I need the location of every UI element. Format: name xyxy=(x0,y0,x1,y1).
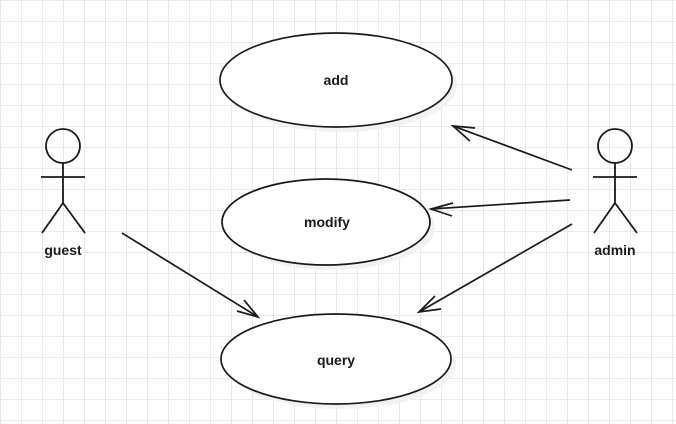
admin-to-add-line[interactable] xyxy=(452,125,573,171)
association-admin-to-add[interactable] xyxy=(450,124,573,171)
admin-left-leg-line xyxy=(593,202,616,234)
actor-guest-label: guest xyxy=(44,242,82,258)
modify-ellipse[interactable] xyxy=(221,178,431,266)
use-case-add[interactable]: add xyxy=(219,32,453,128)
admin-to-add-arrowhead-icon xyxy=(450,124,476,142)
association-admin-to-modify[interactable] xyxy=(428,199,571,217)
guest-head-icon xyxy=(45,128,81,164)
use-case-query-label: query xyxy=(317,352,355,368)
use-case-query[interactable]: query xyxy=(220,313,452,405)
admin-to-modify-arrowhead-icon xyxy=(428,202,454,217)
admin-to-modify-line[interactable] xyxy=(430,199,571,210)
guest-to-query-arrowhead-icon xyxy=(236,299,261,319)
admin-to-query-line[interactable] xyxy=(418,223,573,313)
admin-head-icon xyxy=(597,128,633,164)
guest-to-query-line[interactable] xyxy=(121,232,259,318)
guest-left-leg-line xyxy=(41,202,64,234)
actor-guest[interactable]: guest xyxy=(41,128,86,258)
guest-right-leg-line xyxy=(62,202,86,234)
association-admin-to-query[interactable] xyxy=(416,223,573,314)
actor-admin[interactable]: admin xyxy=(593,128,638,258)
use-case-modify[interactable]: modify xyxy=(221,178,431,266)
actor-admin-label: admin xyxy=(594,242,635,258)
use-case-modify-label: modify xyxy=(304,214,350,230)
association-guest-to-query[interactable] xyxy=(121,232,261,319)
admin-to-query-arrowhead-icon xyxy=(416,295,442,314)
admin-right-leg-line xyxy=(614,202,638,234)
query-ellipse[interactable] xyxy=(220,313,452,405)
add-ellipse[interactable] xyxy=(219,32,453,128)
use-case-add-label: add xyxy=(324,72,349,88)
